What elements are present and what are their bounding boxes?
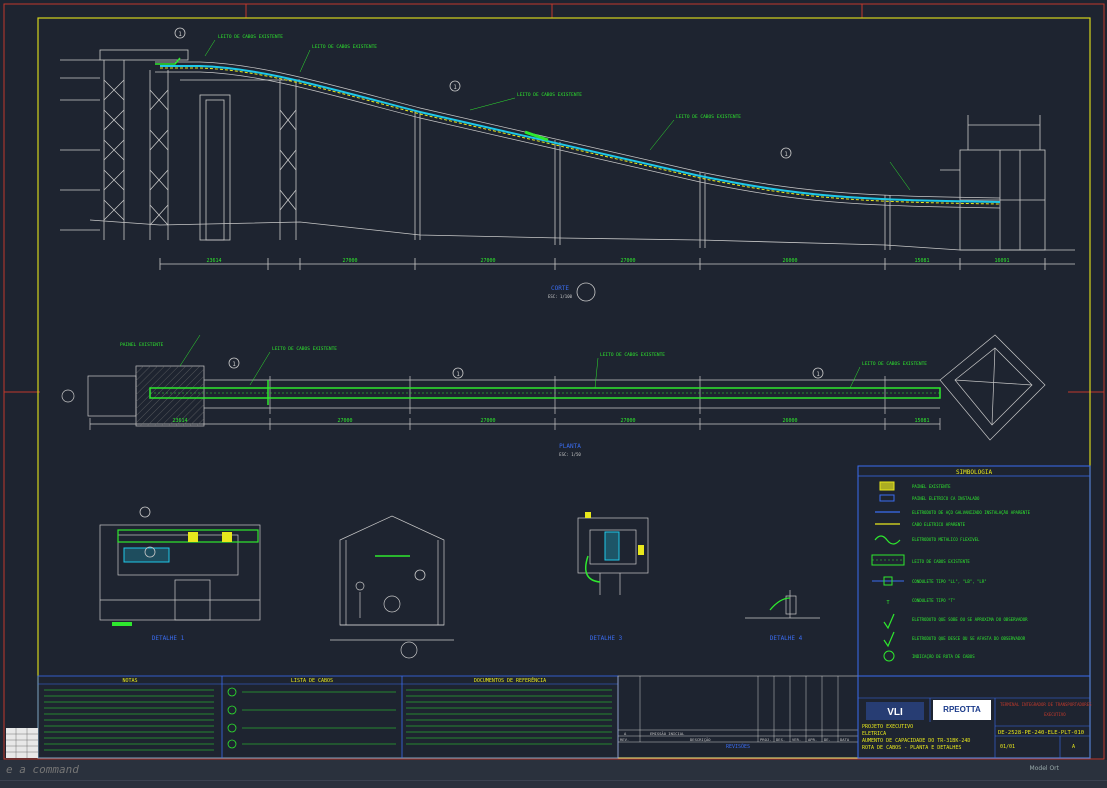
svg-text:27000: 27000	[337, 418, 352, 424]
svg-text:LEITO DE CABOS EXISTENTE: LEITO DE CABOS EXISTENTE	[600, 352, 665, 358]
svg-text:PAINEL EXISTENTE: PAINEL EXISTENTE	[912, 484, 951, 489]
command-line[interactable]	[0, 760, 1107, 780]
svg-text:1: 1	[816, 371, 820, 378]
svg-text:LEITO DE CABOS EXISTENTE: LEITO DE CABOS EXISTENTE	[517, 92, 582, 98]
sheet-border-outer	[3, 3, 1105, 760]
svg-text:DE.: DE.	[824, 737, 831, 742]
svg-text:T: T	[886, 600, 889, 606]
svg-text:VLI: VLI	[887, 707, 903, 718]
details-area[interactable]: DETALHE 1 DETALHE 3	[99, 506, 820, 659]
svg-text:15081: 15081	[914, 258, 929, 264]
svg-text:PAINEL ELETRICO CA INSTALADO: PAINEL ELETRICO CA INSTALADO	[912, 496, 980, 501]
svg-text:15081: 15081	[914, 418, 929, 424]
svg-text:1: 1	[784, 151, 788, 158]
svg-text:27000: 27000	[620, 418, 635, 424]
svg-text:LISTA DE CABOS: LISTA DE CABOS	[291, 678, 333, 684]
svg-text:PROJ.: PROJ.	[760, 737, 771, 742]
status-bar	[0, 780, 1107, 788]
svg-text:APR.: APR.	[808, 737, 817, 742]
title-block[interactable]: VLI RPEOTTA TERMINAL INTEGRADOR DE TRANS…	[857, 675, 1092, 759]
elevation-view[interactable]: 1 1 1 LEITO DE CABOS EXISTENTE LEITO DE …	[60, 27, 1075, 302]
svg-text:23614: 23614	[206, 258, 221, 264]
cable-tray-elev	[160, 65, 1001, 203]
viewcube-table[interactable]	[6, 728, 38, 758]
svg-text:1: 1	[232, 361, 236, 368]
legend[interactable]: SIMBOLOGIA PAINEL EXISTENTE PAINEL ELETR…	[857, 465, 1091, 677]
svg-text:DOCUMENTOS DE REFERÊNCIA: DOCUMENTOS DE REFERÊNCIA	[474, 676, 546, 684]
svg-text:EXECUTIVO: EXECUTIVO	[1044, 712, 1066, 717]
svg-text:REV.: REV.	[620, 737, 629, 742]
svg-text:ELETRICA: ELETRICA	[862, 731, 886, 737]
client-logo	[866, 702, 924, 720]
svg-text:LEITO DE CABOS EXISTENTE: LEITO DE CABOS EXISTENTE	[676, 114, 741, 120]
svg-text:ELETRODUTO QUE DESCE OU SE AFA: ELETRODUTO QUE DESCE OU SE AFASTA DO OBS…	[912, 636, 1026, 641]
svg-text:LEITO DE CABOS EXISTENTE: LEITO DE CABOS EXISTENTE	[272, 346, 337, 352]
svg-text:PAINEL EXISTENTE: PAINEL EXISTENTE	[120, 342, 164, 348]
svg-text:ELETRODUTO QUE SOBE OU SE APRO: ELETRODUTO QUE SOBE OU SE APROXIMA DO OB…	[912, 617, 1028, 622]
svg-text:ROTA DE CABOS - PLANTA E DETAL: ROTA DE CABOS - PLANTA E DETALHES	[862, 745, 961, 751]
svg-text:ESC: 1/100: ESC: 1/100	[548, 294, 573, 299]
plan-view[interactable]: 1 1 1 LEITO DE CABOS EXISTENTE LEITO DE …	[61, 334, 1046, 457]
contractor-logo	[933, 700, 991, 720]
svg-text:DES.: DES.	[776, 737, 785, 742]
svg-text:RPEOTTA: RPEOTTA	[943, 705, 981, 714]
svg-text:ELETRODUTO DE AÇO GALVANIZADO: ELETRODUTO DE AÇO GALVANIZADO INSTALAÇÃO…	[912, 510, 1031, 515]
svg-text:27000: 27000	[620, 258, 635, 264]
doc-number: DE-2528-PE-240-ELE-PLT-010	[998, 730, 1084, 736]
svg-text:A: A	[1072, 744, 1075, 750]
svg-text:LEITO DE CABOS EXISTENTE: LEITO DE CABOS EXISTENTE	[218, 34, 283, 40]
svg-text:EMISSÃO INICIAL: EMISSÃO INICIAL	[650, 731, 685, 736]
legend-title: SIMBOLOGIA	[956, 469, 993, 476]
revision-table[interactable]: REV. DESCRIÇÃO PROJ. DES. VER. APR. DE. …	[617, 675, 859, 759]
detail-4-title: DETALHE 4	[770, 635, 803, 642]
svg-text:1: 1	[453, 84, 457, 91]
svg-text:1: 1	[456, 371, 460, 378]
svg-text:23614: 23614	[172, 418, 187, 424]
svg-text:VER.: VER.	[792, 737, 801, 742]
svg-text:NOTAS: NOTAS	[122, 678, 137, 684]
svg-text:INDICAÇÃO DE ROTA DE CABOS: INDICAÇÃO DE ROTA DE CABOS	[912, 654, 975, 659]
svg-text:A: A	[624, 731, 627, 736]
plan-title: PLANTA	[559, 443, 581, 450]
svg-text:1: 1	[178, 31, 182, 38]
svg-text:CONDULETE TIPO "T": CONDULETE TIPO "T"	[912, 598, 955, 603]
svg-text:27000: 27000	[480, 258, 495, 264]
svg-text:CABO ELETRICO APARENTE: CABO ELETRICO APARENTE	[912, 522, 966, 527]
model-tab-label[interactable]: Model Ort	[1029, 765, 1059, 772]
svg-text:ELETRODUTO METALICO FLEXIVEL: ELETRODUTO METALICO FLEXIVEL	[912, 537, 980, 542]
svg-text:LEITO DE CABOS EXISTENTE: LEITO DE CABOS EXISTENTE	[312, 44, 377, 50]
detail-3-title: DETALHE 3	[590, 635, 623, 642]
svg-text:ESC: 1/50: ESC: 1/50	[559, 452, 581, 457]
svg-text:DATA: DATA	[840, 737, 850, 742]
svg-text:DESCRIÇÃO: DESCRIÇÃO	[690, 737, 711, 742]
detail-1-title: DETALHE 1	[152, 635, 185, 642]
svg-text:16091: 16091	[994, 258, 1009, 264]
svg-text:CONDULETE TIPO "LL", "LB", "LR: CONDULETE TIPO "LL", "LB", "LR"	[912, 579, 987, 584]
svg-text:LEITO DE CABOS EXISTENTE: LEITO DE CABOS EXISTENTE	[862, 361, 927, 367]
svg-text:27000: 27000	[342, 258, 357, 264]
svg-text:AUMENTO DE CAPACIDADE DO TR-31: AUMENTO DE CAPACIDADE DO TR-31BK-24D	[862, 738, 970, 744]
elevation-title: CORTE	[551, 285, 569, 292]
svg-text:TERMINAL INTEGRADOR DE TRANSPO: TERMINAL INTEGRADOR DE TRANSPORTADORES	[1000, 702, 1092, 707]
svg-text:REVISÕES: REVISÕES	[726, 743, 750, 750]
svg-text:LEITO DE CABOS EXISTENTE: LEITO DE CABOS EXISTENTE	[912, 559, 970, 564]
command-input[interactable]	[4, 762, 408, 777]
svg-text:26000: 26000	[782, 418, 797, 424]
notes-area[interactable]: NOTAS LISTA DE CABOS DOCUMENTOS DE REFER…	[37, 675, 619, 759]
svg-text:26000: 26000	[782, 258, 797, 264]
svg-text:PROJETO EXECUTIVO: PROJETO EXECUTIVO	[862, 724, 913, 730]
svg-text:01/01: 01/01	[1000, 744, 1015, 750]
svg-text:27000: 27000	[480, 418, 495, 424]
